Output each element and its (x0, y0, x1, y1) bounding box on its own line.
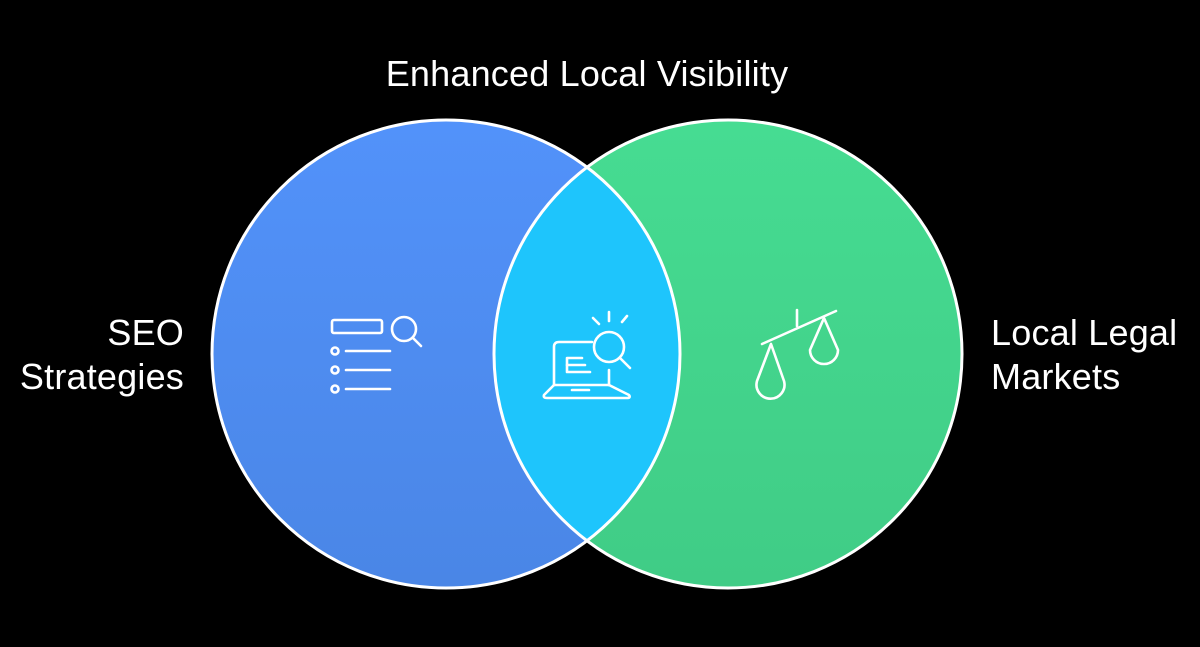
seo-strategies-label-line-2: Strategies (19, 356, 184, 397)
local-legal-markets-label-line-1: Local Legal (991, 312, 1178, 353)
search-list-icon (330, 315, 423, 394)
seo-strategies-label-line-1: SEO (107, 312, 184, 353)
local-legal-markets-label-line-2: Markets (991, 356, 1121, 397)
scales-icon (755, 308, 840, 400)
seo-strategies-label: SEO Strategies (20, 311, 184, 399)
intersection-label: Enhanced Local Visibility (385, 53, 789, 94)
laptop-search-icon (542, 310, 632, 400)
intersection-region (494, 120, 680, 588)
local-legal-markets-label: Local Legal Markets (991, 311, 1177, 399)
